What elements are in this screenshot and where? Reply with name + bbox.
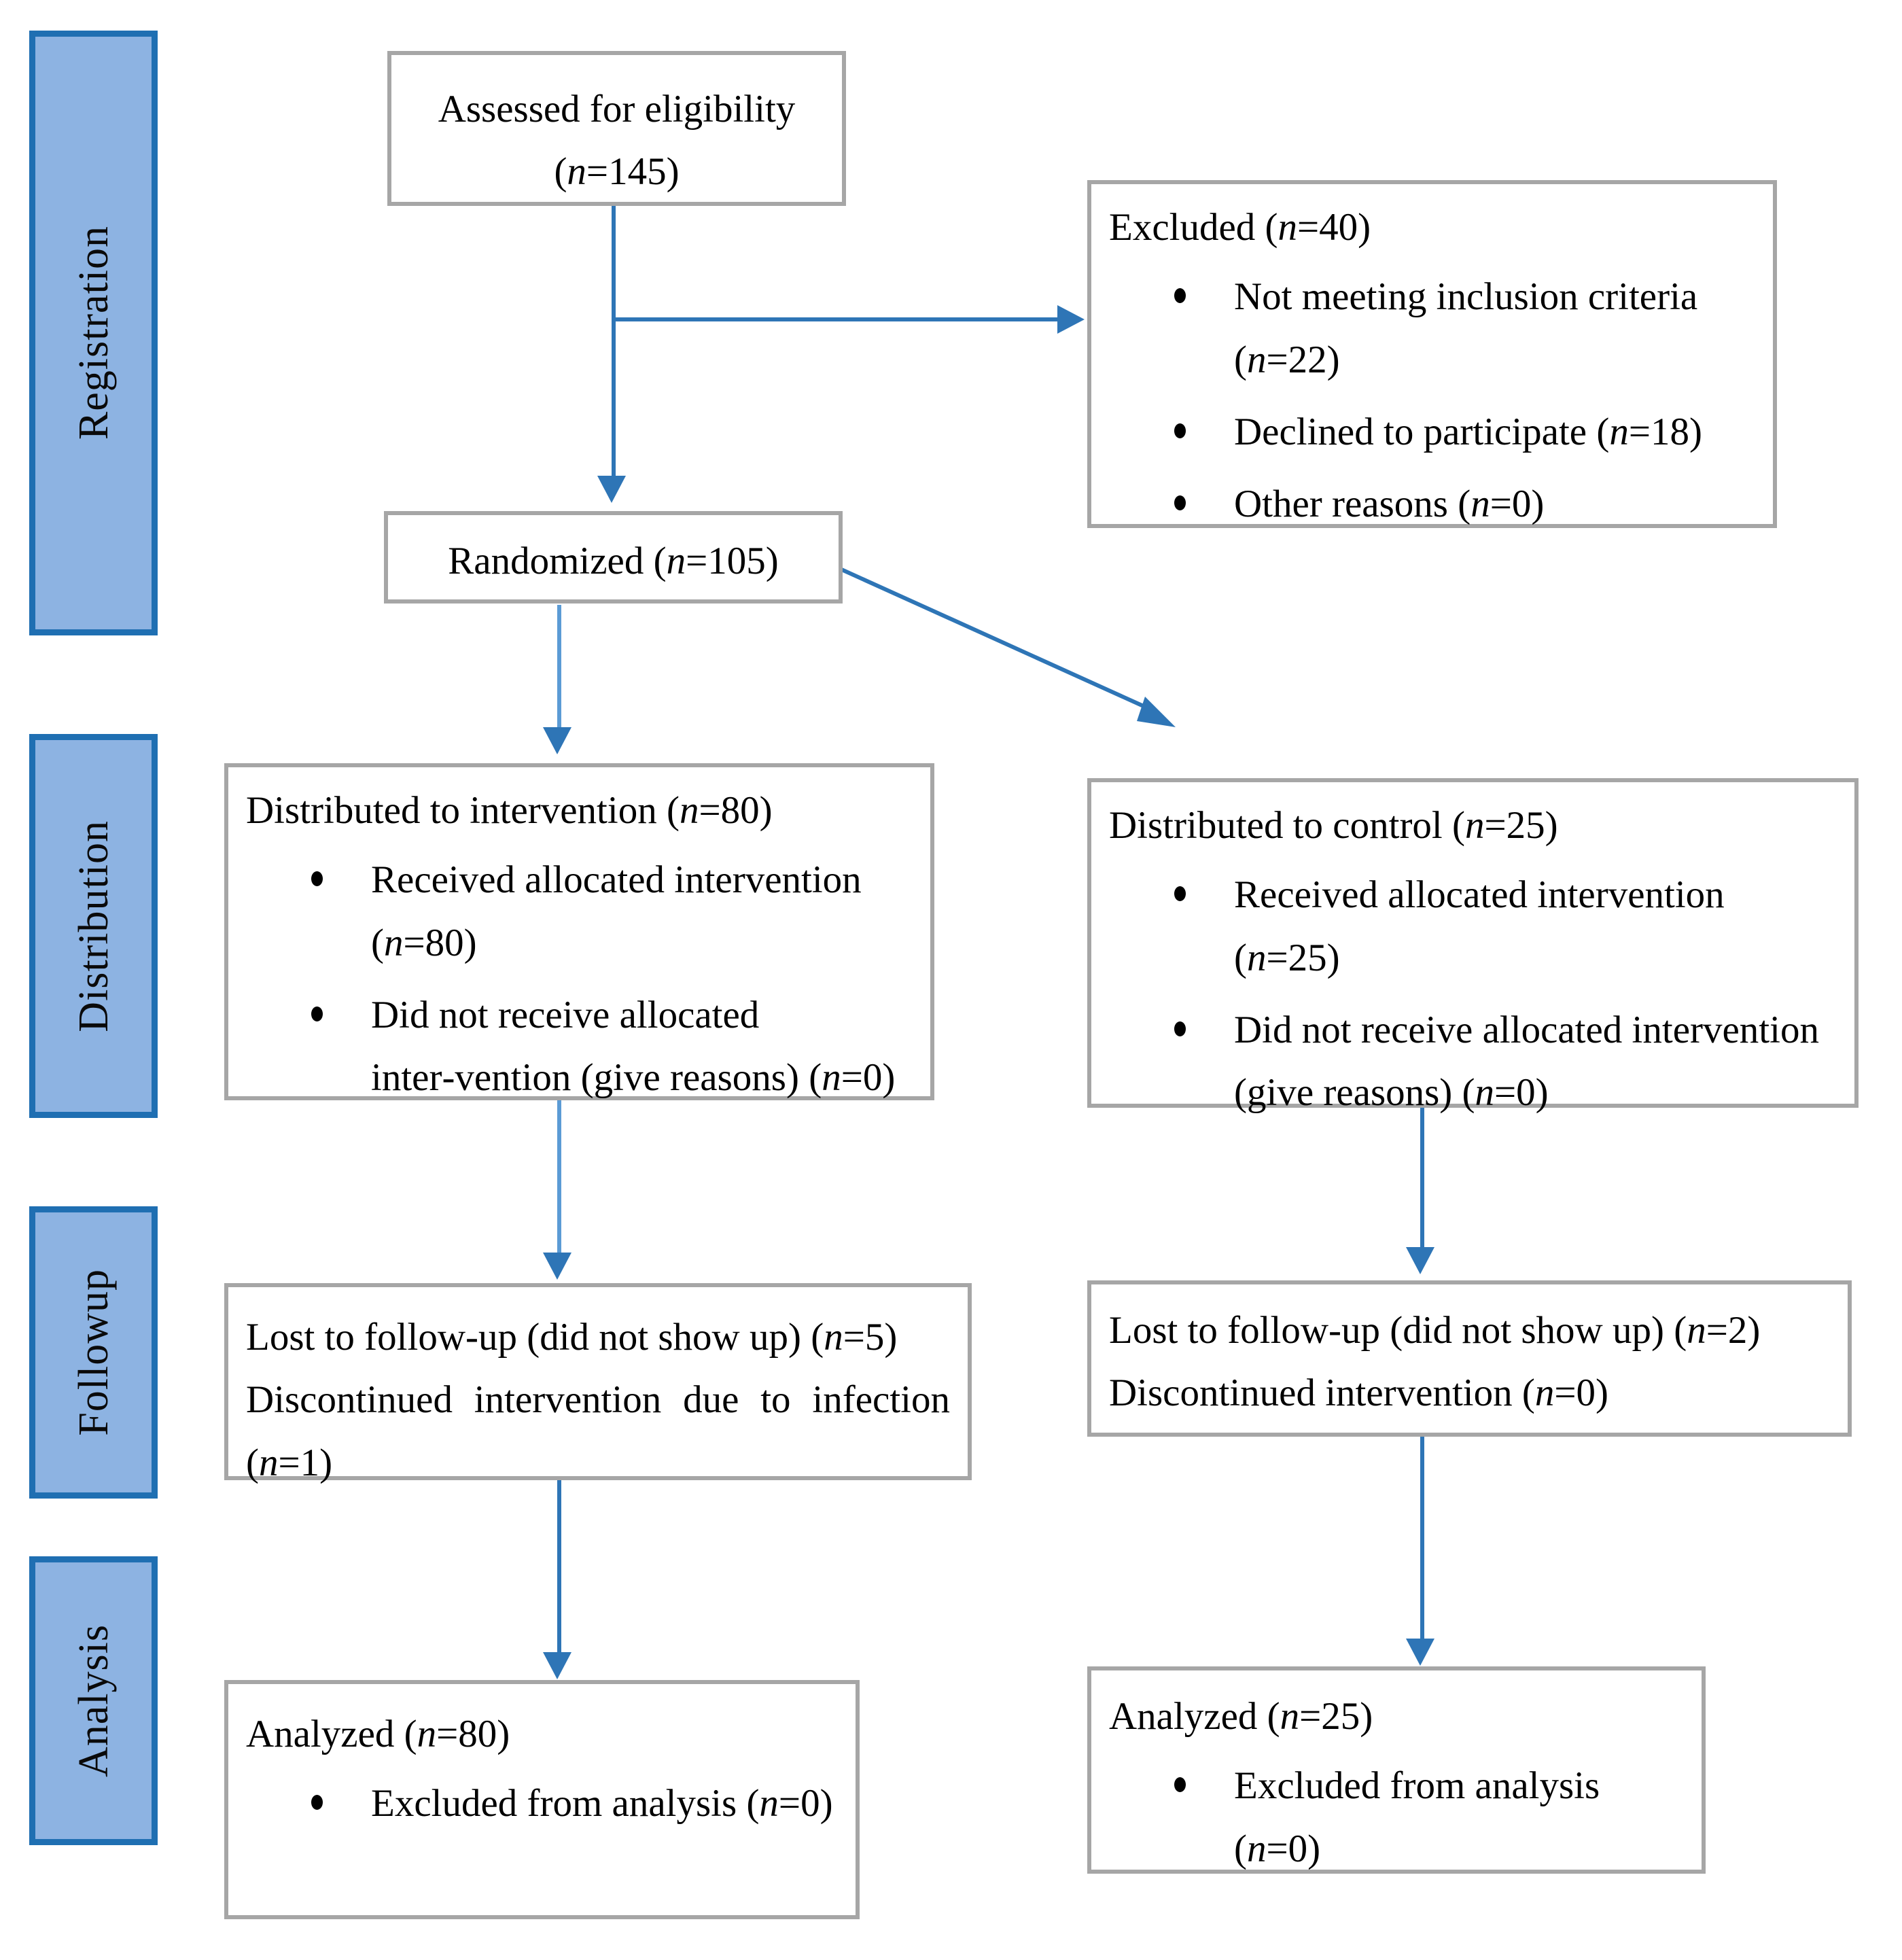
connector-followup-ctl-to-analysis-line	[1420, 1436, 1424, 1642]
connector-followup-ctl-to-analysis-arrowhead	[1406, 1639, 1434, 1666]
analysis-ctl-item-0: Excluded from analysis (n=0)	[1234, 1764, 1600, 1870]
analysis-ctl-list: Excluded from analysis (n=0)	[1109, 1755, 1684, 1880]
analysis-int-item-0: Excluded from analysis (n=0)	[371, 1782, 833, 1825]
list-item: Other reasons (n=0)	[1174, 473, 1755, 536]
stage-label-analysis: Analysis	[70, 1624, 117, 1777]
alloc-int-item-0: Received allocated intervention (n=80)	[371, 858, 862, 964]
box-allocation-intervention: Distributed to intervention (n=80) Recei…	[224, 763, 934, 1100]
analysis-int-heading: Analyzed (n=80)	[246, 1713, 510, 1755]
alloc-ctl-item-1: Did not receive allocated intervention (…	[1234, 1008, 1819, 1115]
bullet-icon	[1174, 886, 1186, 902]
bullet-icon	[1174, 1777, 1186, 1793]
box-analysis-control: Analyzed (n=25) Excluded from analysis (…	[1087, 1666, 1706, 1874]
box-allocation-control: Distributed to control (n=25) Received a…	[1087, 778, 1859, 1114]
connector-followup-int-to-analysis-arrowhead	[543, 1652, 571, 1679]
stage-label-registration: Registration	[70, 226, 117, 440]
box-followup-intervention: Lost to follow-up (did not show up) (n=5…	[224, 1283, 972, 1484]
bullet-icon	[1174, 495, 1186, 511]
connector-assessed-to-excluded-line	[612, 317, 1060, 321]
bullet-icon	[1174, 288, 1186, 304]
bullet-icon	[311, 1007, 323, 1022]
box-assessed-for-eligibility: Assessed for eligibility (n=145)	[387, 51, 846, 206]
list-item: Not meeting inclusion criteria (n=22)	[1174, 266, 1755, 391]
connector-alloc-int-to-followup-arrowhead	[543, 1253, 571, 1280]
alloc-int-item-1: Did not receive allocated inter‑vention …	[371, 993, 896, 1100]
excluded-heading: Excluded (n=40)	[1109, 206, 1371, 249]
excluded-item-2: Other reasons (n=0)	[1234, 483, 1545, 526]
stage-bar-distribution: Distribution	[29, 734, 158, 1118]
connector-assessed-to-randomized-arrowhead	[597, 476, 626, 503]
connector-randomized-to-intervention-arrowhead	[543, 727, 571, 754]
excluded-reason-list: Not meeting inclusion criteria (n=22) De…	[1109, 266, 1755, 536]
connector-randomized-to-control-diagonal	[837, 566, 1176, 727]
connector-assessed-to-excluded-arrowhead	[1057, 305, 1085, 334]
box-excluded: Excluded (n=40) Not meeting inclusion cr…	[1087, 180, 1777, 528]
alloc-ctl-heading: Distributed to control (n=25)	[1109, 804, 1558, 847]
connector-assessed-to-randomized-line	[612, 205, 616, 477]
bullet-icon	[1174, 423, 1186, 439]
connector-alloc-ctl-to-followup-arrowhead	[1406, 1247, 1434, 1274]
alloc-ctl-item-0: Received allocated intervention (n=25)	[1234, 873, 1725, 979]
list-item: Excluded from analysis (n=0)	[1174, 1755, 1684, 1880]
box-analysis-intervention: Analyzed (n=80) Excluded from analysis (…	[224, 1680, 860, 1919]
connector-alloc-int-to-followup-line	[557, 1100, 561, 1256]
analysis-ctl-heading: Analyzed (n=25)	[1109, 1695, 1373, 1738]
alloc-ctl-list: Received allocated intervention (n=25) D…	[1109, 864, 1837, 1124]
list-item: Received allocated intervention (n=25)	[1174, 864, 1837, 990]
bullet-icon	[311, 1795, 323, 1810]
list-item: Received allocated intervention (n=80)	[311, 849, 913, 975]
followup-int-line-2: Discontinued intervention due to infecti…	[246, 1378, 950, 1484]
assessed-line-1: Assessed for eligibility	[438, 88, 796, 130]
randomized-line-1: Randomized (n=105)	[448, 540, 779, 582]
stage-label-followup: Followup	[70, 1269, 117, 1436]
analysis-int-list: Excluded from analysis (n=0)	[246, 1772, 838, 1835]
list-item: Excluded from analysis (n=0)	[311, 1772, 838, 1835]
list-item: Declined to participate (n=18)	[1174, 401, 1755, 463]
alloc-int-list: Received allocated intervention (n=80) D…	[246, 849, 913, 1109]
excluded-item-1: Declined to participate (n=18)	[1234, 410, 1702, 453]
list-item: Did not receive allocated inter‑vention …	[311, 984, 913, 1110]
assessed-line-2: (n=145)	[554, 150, 680, 194]
box-followup-control: Lost to follow-up (did not show up) (n=2…	[1087, 1280, 1852, 1437]
bullet-icon	[311, 871, 323, 887]
bullet-icon	[1174, 1021, 1186, 1037]
connector-followup-int-to-analysis-line	[557, 1480, 561, 1656]
stage-bar-followup: Followup	[29, 1206, 158, 1499]
followup-ctl-line-1: Lost to follow-up (did not show up) (n=2…	[1109, 1309, 1761, 1352]
stage-bar-analysis: Analysis	[29, 1556, 158, 1845]
followup-int-line-1: Lost to follow-up (did not show up) (n=5…	[246, 1316, 898, 1359]
stage-bar-registration: Registration	[29, 31, 158, 635]
box-randomized: Randomized (n=105)	[384, 511, 843, 603]
alloc-int-heading: Distributed to intervention (n=80)	[246, 789, 773, 832]
excluded-item-0: Not meeting inclusion criteria (n=22)	[1234, 275, 1698, 381]
stage-label-distribution: Distribution	[70, 820, 117, 1032]
followup-ctl-line-2: Discontinued intervention (n=0)	[1109, 1371, 1609, 1415]
list-item: Did not receive allocated intervention (…	[1174, 999, 1837, 1125]
connector-randomized-to-intervention-line	[557, 605, 561, 731]
connector-alloc-ctl-to-followup-line	[1420, 1106, 1424, 1250]
